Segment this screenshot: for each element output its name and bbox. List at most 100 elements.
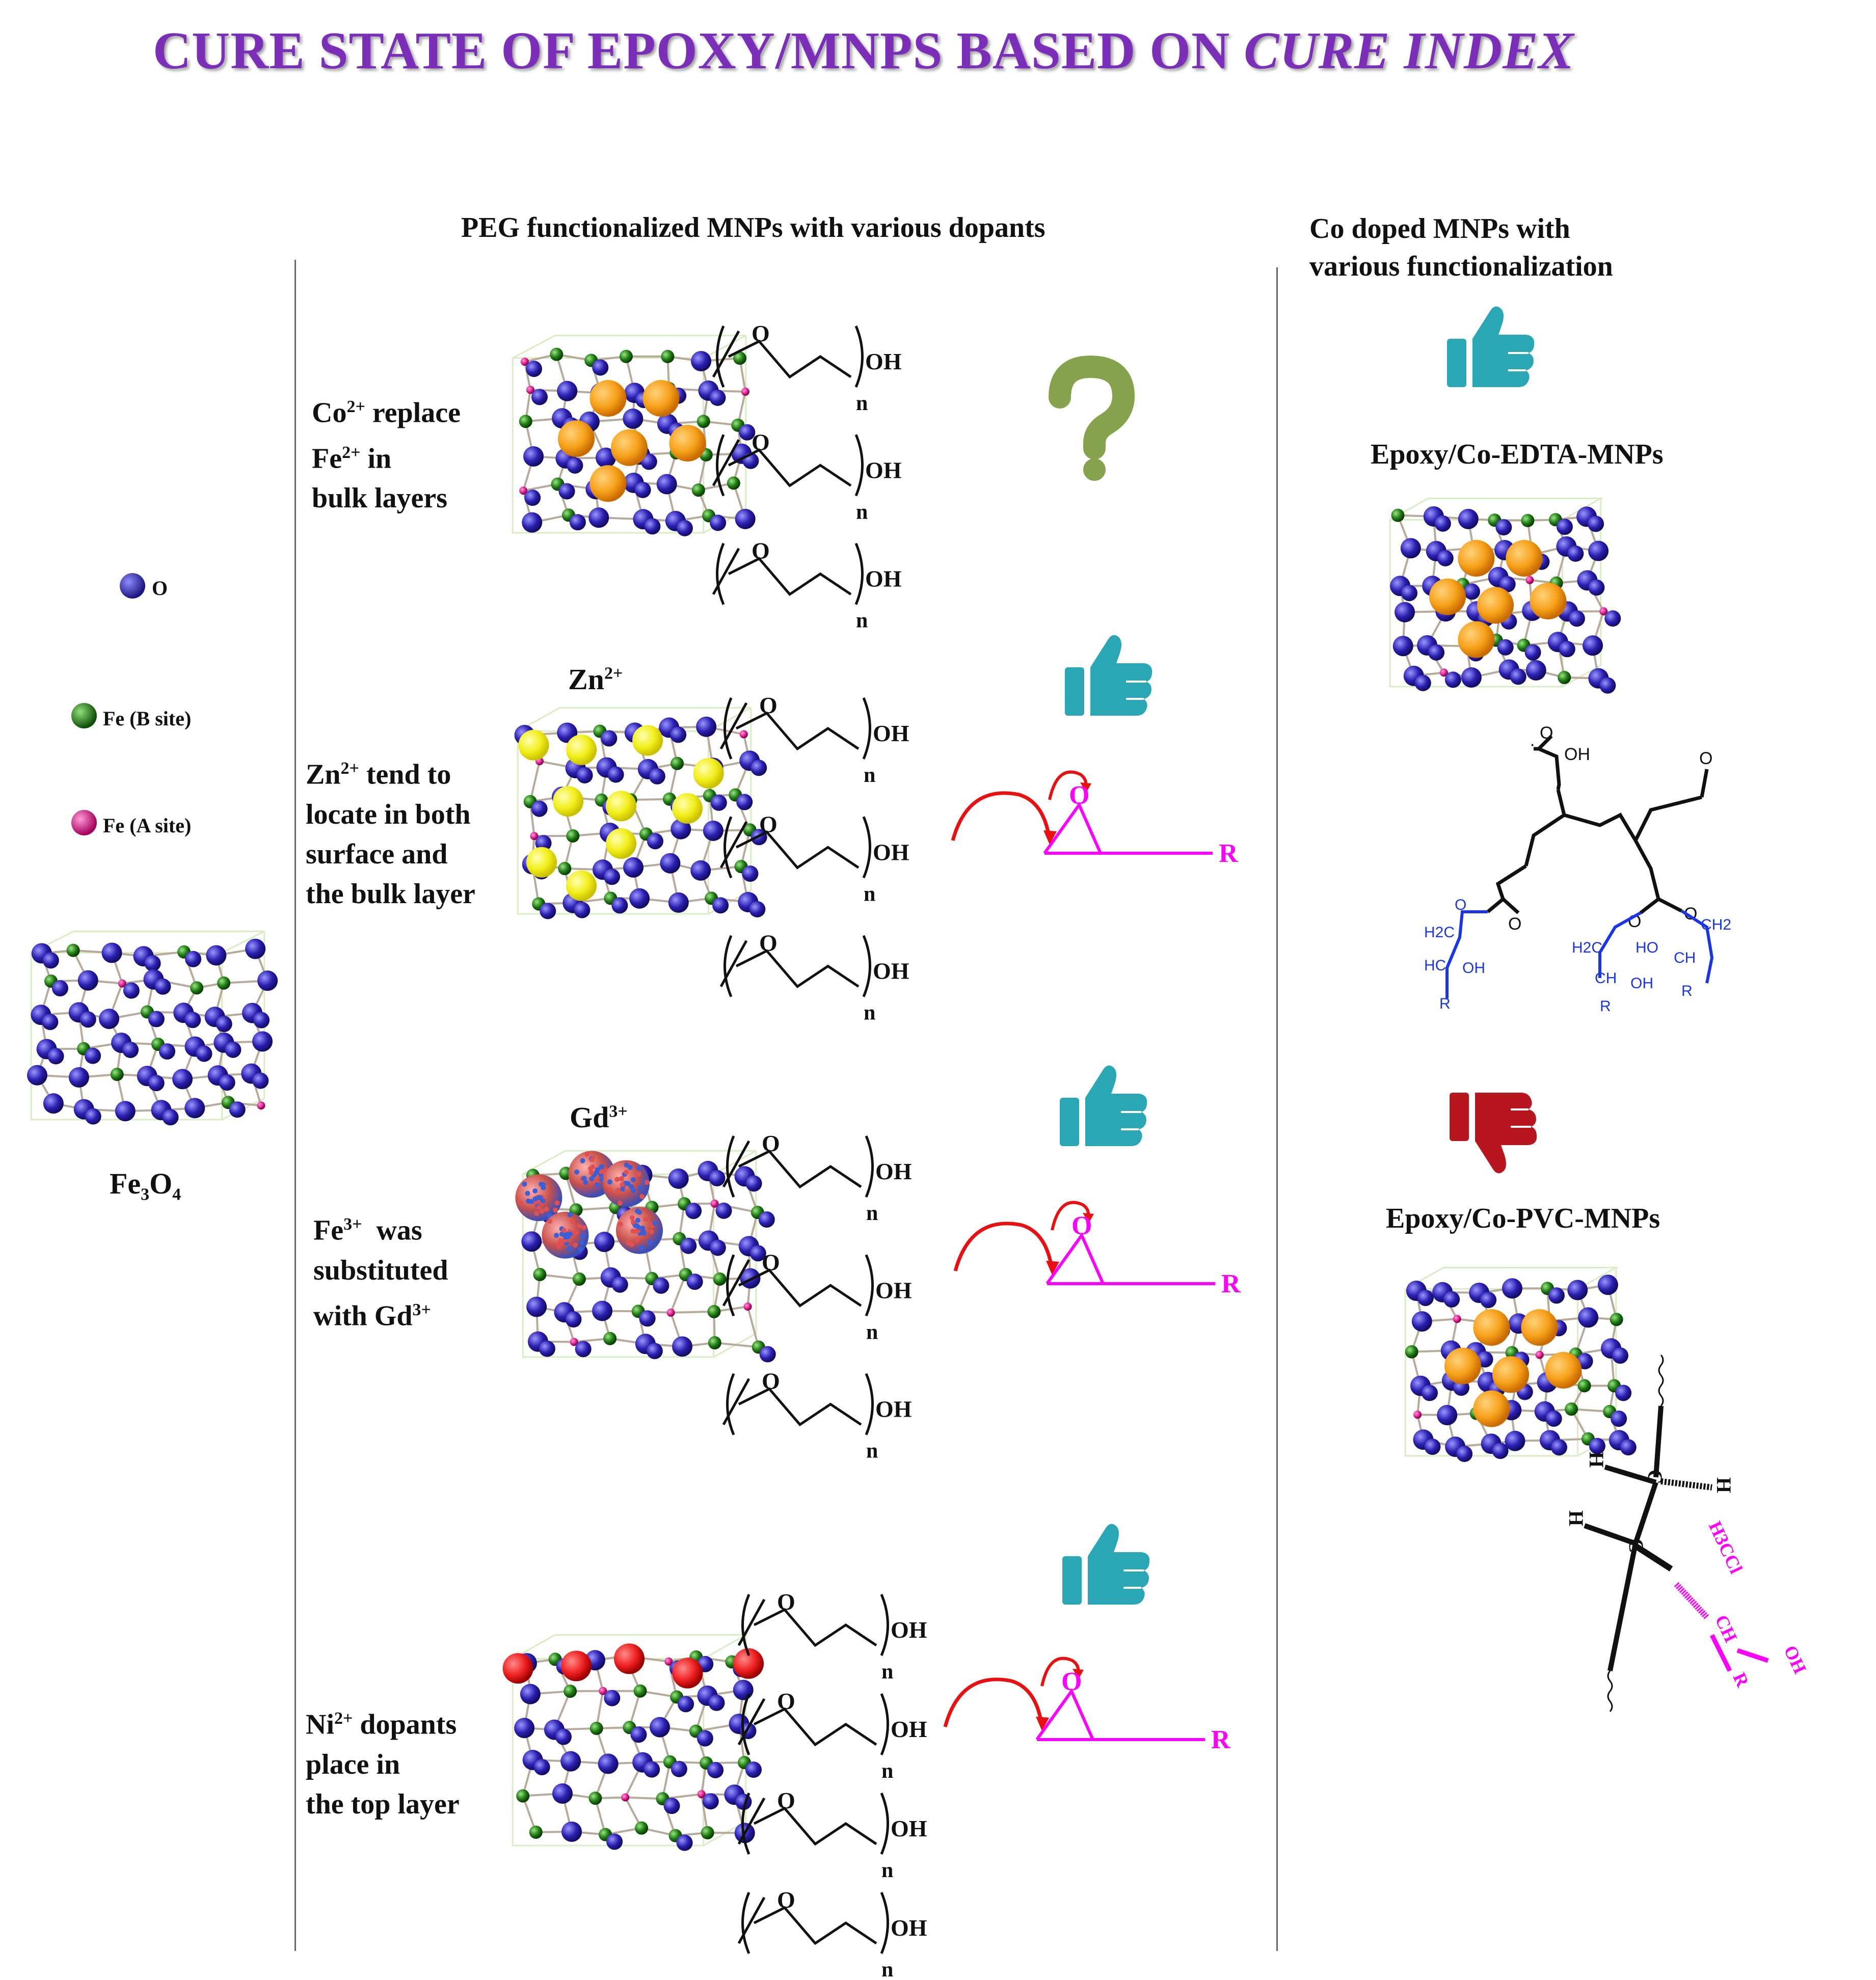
row4-peg-chains-bracket-open (741, 1693, 751, 1755)
row4-lattice-atom-o (663, 1798, 680, 1814)
row3-lattice-gd-cluster-dot (620, 1182, 625, 1187)
row2-lattice-atom-o (710, 794, 727, 811)
row3-lattice-bond (576, 1206, 616, 1211)
row1-lattice-atom-o (523, 446, 544, 467)
row4-epoxide-reaction-arrow-1 (943, 1677, 1044, 1727)
edta-dot-o: · (1530, 735, 1535, 754)
fe3o4-lattice-atom-o (42, 1014, 59, 1030)
row1-peg-chains-bracket-close (854, 543, 864, 605)
row2-label: Zn2+ tend to locate in both surface and … (306, 749, 475, 914)
row4-peg-chains-oh-label: OH (891, 1716, 927, 1742)
row2-thumbs-up-icon-cuff (1065, 667, 1084, 716)
row3-lattice-gd-cluster-dot (541, 1182, 546, 1187)
row4-lattice-dopant-ni (672, 1658, 703, 1689)
row1-peg-chains-chain (712, 548, 852, 596)
row3-lattice-gd-cluster-dot (580, 1233, 586, 1239)
edta-lattice-atom-o (1461, 667, 1482, 688)
edta-o-3: O (1508, 914, 1521, 934)
row2-lattice-atom-o (660, 853, 681, 874)
row1-lattice-atom-a (519, 486, 528, 495)
row2-peg-chains-oh-label: OH (873, 958, 909, 984)
pvc-lattice-atom-o (1443, 1291, 1460, 1308)
edta-lattice-atom-a (1525, 576, 1534, 584)
row1-lattice (512, 335, 759, 536)
row3-lattice-gd-cluster-dot (534, 1211, 540, 1216)
row3-lattice-gd-cluster-dot (619, 1176, 625, 1181)
pvc-crystal (1391, 1263, 1637, 1477)
row1-peg-chains-n-label: n (856, 500, 868, 524)
pvc-c-2: C (1625, 1538, 1648, 1553)
row3-lattice-atom-o (639, 1310, 656, 1327)
row4-label: Ni2+ dopants place in the top layer (306, 1699, 460, 1824)
pvc-lattice-atom-o (1502, 1278, 1522, 1299)
row2-lattice-atom-o (607, 766, 624, 783)
row1-peg-chains-bracket-close (854, 326, 864, 388)
fe3o4-lattice-atom-o (216, 1016, 232, 1033)
row2-peg-chains-bracket-open (723, 697, 733, 760)
row3-lattice-gd-cluster-dot (566, 1245, 572, 1251)
row3-lattice-atom-o (611, 1276, 628, 1293)
row4-lattice-dopant-ni (502, 1653, 533, 1684)
row2-peg-chains-bracket-open (723, 935, 733, 997)
row1-peg-chains-bracket-open (716, 434, 725, 497)
row3-lattice-gd-cluster-dot (518, 1200, 523, 1206)
row3-epoxide-reaction-arrowhead-2 (1083, 1213, 1094, 1223)
row1-lattice-atom-b (696, 415, 710, 428)
fe3o4-lattice-atom-o (47, 1048, 64, 1065)
edta-thumbs-up-icon-hand (1472, 306, 1535, 387)
pvc-h3ccl: H3CCl (1705, 1518, 1747, 1577)
row1-peg-chains-o-label: O (752, 538, 770, 564)
fe3o4-lattice-atom-o (42, 952, 59, 969)
row4-lattice-atom-o (604, 1690, 621, 1706)
row1-lattice-atom-o (735, 508, 756, 529)
pvc-lattice-atom-a (1535, 1350, 1544, 1359)
row3-crystal (507, 1146, 776, 1380)
row1-lattice-atom-o (656, 474, 677, 495)
row3-peg-chains-chain (722, 1378, 862, 1426)
edta-ho-3: HO (1636, 939, 1658, 956)
row3-lattice-atom-o (745, 1175, 762, 1192)
row1-label: Co2+ replace Fe2+ in bulk layers (312, 387, 461, 518)
legend-o-label: O (152, 577, 168, 600)
row3-lattice-gd-cluster-dot (620, 1186, 625, 1192)
row4-lattice-atom-o (702, 1793, 719, 1810)
row2-lattice-atom-o (749, 901, 766, 917)
row3-lattice-gd-cluster-dot (644, 1180, 650, 1185)
edta-lattice-atom-o (1414, 674, 1431, 691)
row4-lattice-atom-o (708, 1694, 725, 1711)
row3-lattice-gd-cluster-dot (540, 1198, 546, 1204)
row3-label-line-1: Fe3+ was (313, 1214, 422, 1246)
row4-lattice-atom-o (533, 1759, 550, 1776)
row3-lattice-atom-o (749, 1245, 766, 1262)
row1-peg-chains-bracket-close (854, 434, 864, 497)
row1-peg-chains-bracket-open (716, 543, 725, 605)
edta-oh-3: OH (1630, 975, 1653, 992)
row1-lattice-box-top (512, 335, 746, 359)
row3-lattice-gd-cluster-dot (579, 1240, 584, 1245)
row3-lattice-gd-cluster-dot (639, 1194, 645, 1199)
row3-lattice-gd-cluster-dot (643, 1216, 649, 1222)
row2-lattice-dopant-zn (606, 828, 636, 859)
legend-o-ball (120, 573, 145, 599)
row3-lattice-atom-b (707, 1305, 721, 1318)
middle-column-header: PEG functionalized MNPs with various dop… (461, 212, 1046, 243)
row2-lattice-atom-o (690, 860, 711, 881)
pvc-thumbs-down-icon-hand (1475, 1093, 1537, 1174)
row3-dopant-label: Gd3+ (570, 1101, 628, 1134)
fe3o4-lattice-atom-o (26, 1065, 47, 1086)
pvc-r: R (1729, 1669, 1754, 1690)
fe3o4-lattice-atom-b (217, 976, 231, 990)
row3-lattice-gd-cluster-dot (635, 1208, 640, 1214)
row4-lattice-atom-o (555, 1728, 572, 1745)
row2-lattice-atom-a (739, 730, 748, 739)
row3-lattice-gd-cluster-dot (573, 1242, 578, 1248)
edta-lattice-atom-o (1463, 583, 1480, 600)
row4-lattice-atom-o (707, 1761, 724, 1778)
pvc-lattice-atom-o (1612, 1347, 1628, 1364)
row3-lattice-gd-cluster-dot (539, 1208, 545, 1214)
row2-lattice-atom-o (629, 888, 650, 909)
